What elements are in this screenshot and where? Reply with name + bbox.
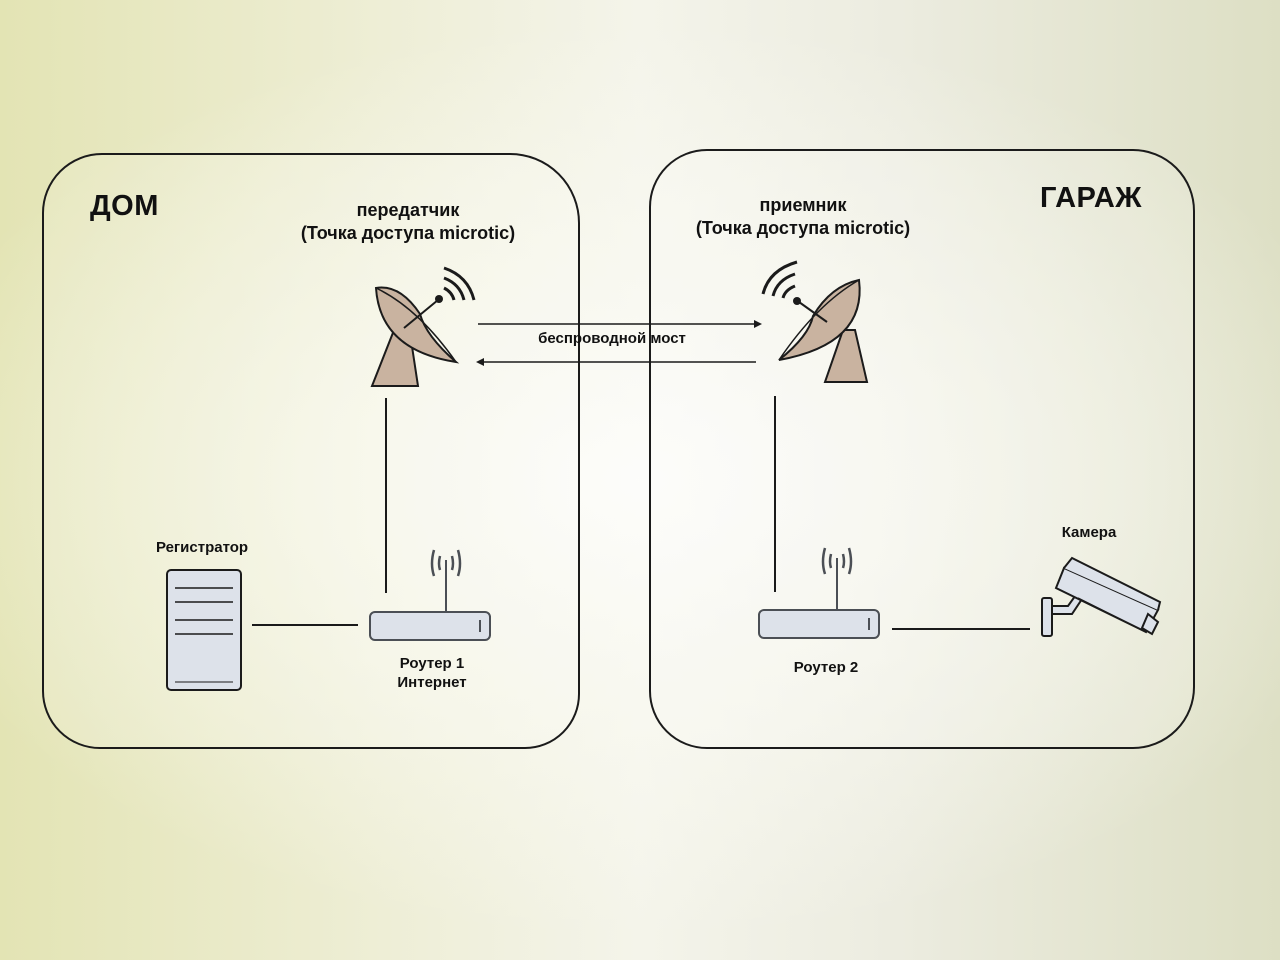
receiver-dish-icon [755,256,883,386]
bridge-label: беспроводной мост [538,330,686,347]
transmitter-title: передатчик [356,200,460,220]
transmitter-label: передатчик (Точка доступа microtic) [301,199,515,245]
garage-zone-label: ГАРАЖ [1040,182,1143,214]
receiver-router-link [774,396,776,592]
receiver-title: приемник [759,195,847,215]
router-2-label: Роутер 2 [793,659,859,676]
home-zone-label: ДОМ [90,190,159,222]
router-1-name: Роутер 1 [399,655,465,672]
router-1-role: Интернет [397,674,467,691]
receiver-subtitle: (Точка доступа microtic) [695,218,911,238]
transmitter-router-link [385,398,387,593]
camera-label: Камера [1061,524,1117,541]
router-2-icon [757,538,881,642]
router-camera-link [892,628,1030,630]
garage-zone [649,149,1195,749]
recorder-icon [165,568,243,692]
transmitter-dish-icon [360,258,490,390]
router-1-icon [368,540,492,644]
recorder-label: Регистратор [155,539,249,556]
recorder-router-link [252,624,358,626]
router-1-label: Роутер 1 Интернет [397,654,466,692]
transmitter-subtitle: (Точка доступа microtic) [300,223,516,243]
receiver-label: приемник (Точка доступа microtic) [696,194,910,240]
bridge-arrows [474,316,764,370]
home-zone [42,153,580,749]
security-camera-icon [1038,552,1162,646]
